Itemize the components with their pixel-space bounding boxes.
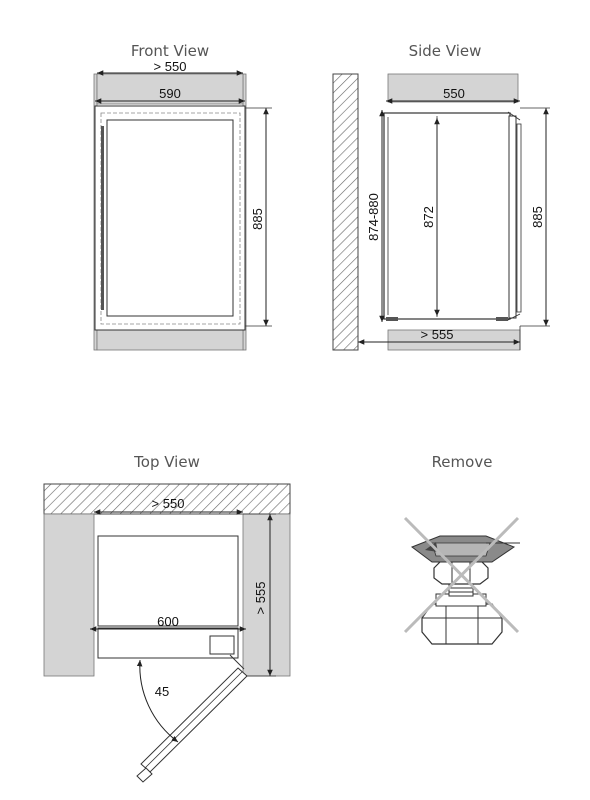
side-height-label: 885 (530, 206, 545, 228)
front-width-label: 590 (159, 86, 181, 101)
side-hinge-bottom (507, 313, 521, 321)
side-wall (332, 73, 359, 351)
top-right-cabinet (242, 513, 291, 677)
top-back-wall (43, 483, 291, 515)
top-width-label: 600 (157, 614, 179, 629)
front-height-label: 885 (250, 208, 265, 230)
side-top-cabinet (387, 73, 519, 103)
side-hinge-top (507, 111, 521, 121)
side-bottom-cabinet (387, 329, 521, 351)
front-view: Front View > 550 590 885 (93, 42, 272, 351)
adjustable-foot-icon (410, 535, 520, 645)
side-view: Side View 550 874-880 872 885 (332, 42, 550, 351)
remove-cross-line-2 (403, 516, 520, 634)
side-view-title: Side View (409, 42, 482, 60)
front-glass-panel (106, 119, 234, 317)
top-appliance-body (97, 535, 239, 627)
side-niche-height-label: 874-880 (366, 193, 381, 241)
top-view-title: Top View (133, 453, 200, 471)
front-door-handle (101, 126, 104, 310)
front-appliance-body (94, 105, 246, 331)
remove-view-title: Remove (432, 453, 493, 471)
front-plinth (96, 329, 244, 351)
remove-view: Remove (403, 453, 520, 645)
front-niche-width-label: > 550 (154, 59, 187, 74)
top-niche-depth-label: > 555 (253, 582, 268, 615)
top-door-angle-label: 45 (155, 684, 169, 699)
top-door-open (136, 654, 248, 783)
side-niche-depth-label: > 555 (421, 327, 454, 342)
side-appliance-body (383, 112, 511, 320)
side-rear-foot (386, 317, 398, 321)
front-view-title: Front View (131, 42, 209, 60)
top-niche-width-label: > 550 (152, 496, 185, 511)
top-view: Top View > 550 600 > 555 45 (43, 453, 291, 783)
top-hinge-block (209, 635, 235, 655)
side-body-height-label: 872 (421, 206, 436, 228)
side-door-handle (516, 123, 522, 313)
top-left-cabinet (43, 513, 95, 677)
top-door-angle-arc (136, 659, 179, 743)
side-door (508, 115, 517, 319)
side-depth-label: 550 (443, 86, 465, 101)
side-front-foot (496, 317, 508, 321)
